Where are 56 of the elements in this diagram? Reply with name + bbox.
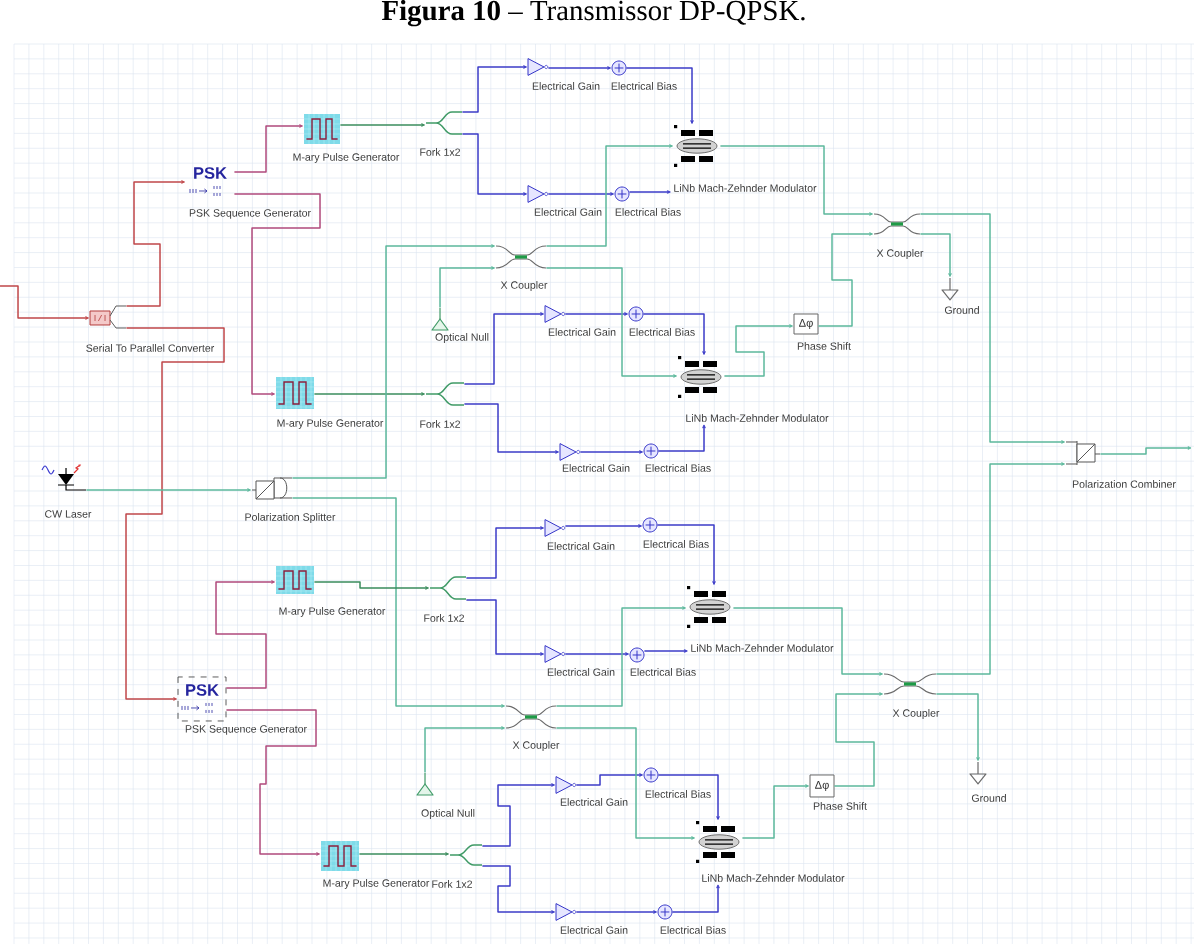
wire: [465, 599, 544, 656]
wire: [545, 144, 673, 247]
wire: [233, 193, 321, 396]
wire: [545, 267, 677, 378]
wire: [564, 312, 628, 316]
wire: [643, 649, 688, 653]
wire: [625, 67, 694, 124]
wire: [424, 726, 505, 774]
wire: [461, 133, 527, 196]
wire: [817, 232, 873, 327]
wire: [465, 526, 544, 579]
wire: [555, 727, 695, 840]
wire: [575, 773, 643, 786]
wire: [919, 213, 1065, 444]
wire: [233, 124, 303, 173]
figure-title: Figura 10 – Transmissor DP-QPSK.: [381, 0, 805, 27]
wire: [935, 462, 1065, 675]
wire: [579, 450, 643, 454]
wire: [439, 266, 495, 309]
wire: [1099, 446, 1192, 455]
wire: [547, 192, 614, 196]
wire: [125, 327, 225, 701]
wire: [215, 580, 275, 689]
wire: [833, 692, 883, 787]
wire: [463, 403, 559, 454]
wire: [358, 852, 449, 856]
wire: [657, 424, 706, 452]
wire: [125, 180, 185, 307]
wire: [291, 244, 495, 479]
wire: [225, 709, 320, 856]
wire: [671, 884, 720, 913]
wire: [463, 312, 544, 385]
wire: [481, 865, 555, 914]
wire: [291, 497, 505, 708]
wire: [555, 606, 686, 707]
wire: [719, 145, 873, 216]
wire: [564, 652, 629, 656]
wire: [732, 607, 883, 676]
wire: [575, 910, 657, 914]
wire: [657, 774, 720, 820]
wire: [656, 524, 716, 585]
wire: [339, 123, 425, 127]
wire: [85, 488, 251, 492]
wire: [564, 524, 642, 528]
wire: [723, 324, 793, 377]
wire: [547, 66, 611, 70]
wire: [628, 190, 671, 194]
wire: [481, 783, 555, 847]
wire: [313, 392, 425, 396]
wire: [642, 313, 706, 355]
wire: [313, 581, 429, 590]
wire: [0, 285, 89, 320]
wire: [935, 693, 980, 761]
wire: [461, 65, 527, 113]
wire: [741, 784, 809, 839]
wire: [919, 233, 952, 277]
